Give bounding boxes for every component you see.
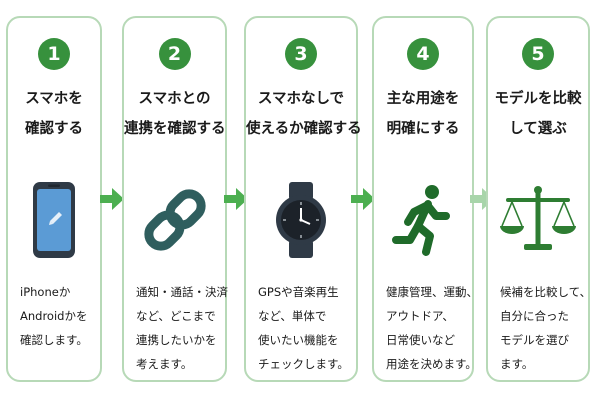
smartphone-icon [14,180,94,260]
step-title: モデルを比較 して選ぶ [494,91,582,137]
step-description: GPSや音楽再生 など、単体で 使いたい機能を チェックします。 [258,285,349,371]
step-description: iPhoneか Androidかを 確認します。 [20,285,88,347]
step-number-badge: 3 [285,38,317,70]
step-description: 健康管理、運動、 アウトドア、 日常使いなど 用途を決めます。 [386,285,478,371]
chain-link-icon [135,180,215,260]
step-number-badge: 5 [522,38,554,70]
running-person-icon [383,180,463,260]
step-card-1: 1 スマホを 確認する iPhoneか Androidかを 確認します。 [6,16,102,382]
step-number-badge: 1 [38,38,70,70]
step-title: スマホとの 連携を確認する [124,91,226,137]
smartwatch-icon [261,180,341,260]
arrow-right-icon [351,188,375,210]
step-title: 主な用途を 明確にする [386,91,460,137]
arrow-right-icon [100,188,124,210]
step-card-4: 4 主な用途を 明確にする 健康管理、運動、 アウトドア、 日常使いなど 用途を… [372,16,478,382]
balance-scale-icon [498,180,578,260]
step-description: 候補を比較して、 自分に合った モデルを選び ます。 [500,285,592,371]
step-number-badge: 2 [158,38,191,70]
step-description: 通知・通話・決済 など、どこまで 連携したいかを 考えます。 [136,285,228,371]
step-card-5: 5 モデルを比較 して選ぶ 候補を比較して、 自分に合った モデルを選び ます。 [486,16,592,382]
arrow-right-icon [224,188,248,210]
step-number-badge: 4 [407,38,439,70]
step-title: スマホなしで 使えるか確認する [246,91,362,137]
step-card-2: 2 スマホとの 連携を確認する 通知・通話・決済 など、どこまで 連携したいかを… [122,16,228,382]
step-card-3: 3 スマホなしで 使えるか確認する GPSや音楽再生 など、単体で 使いたい機能… [244,16,362,382]
step-title: スマホを 確認する [25,91,83,137]
